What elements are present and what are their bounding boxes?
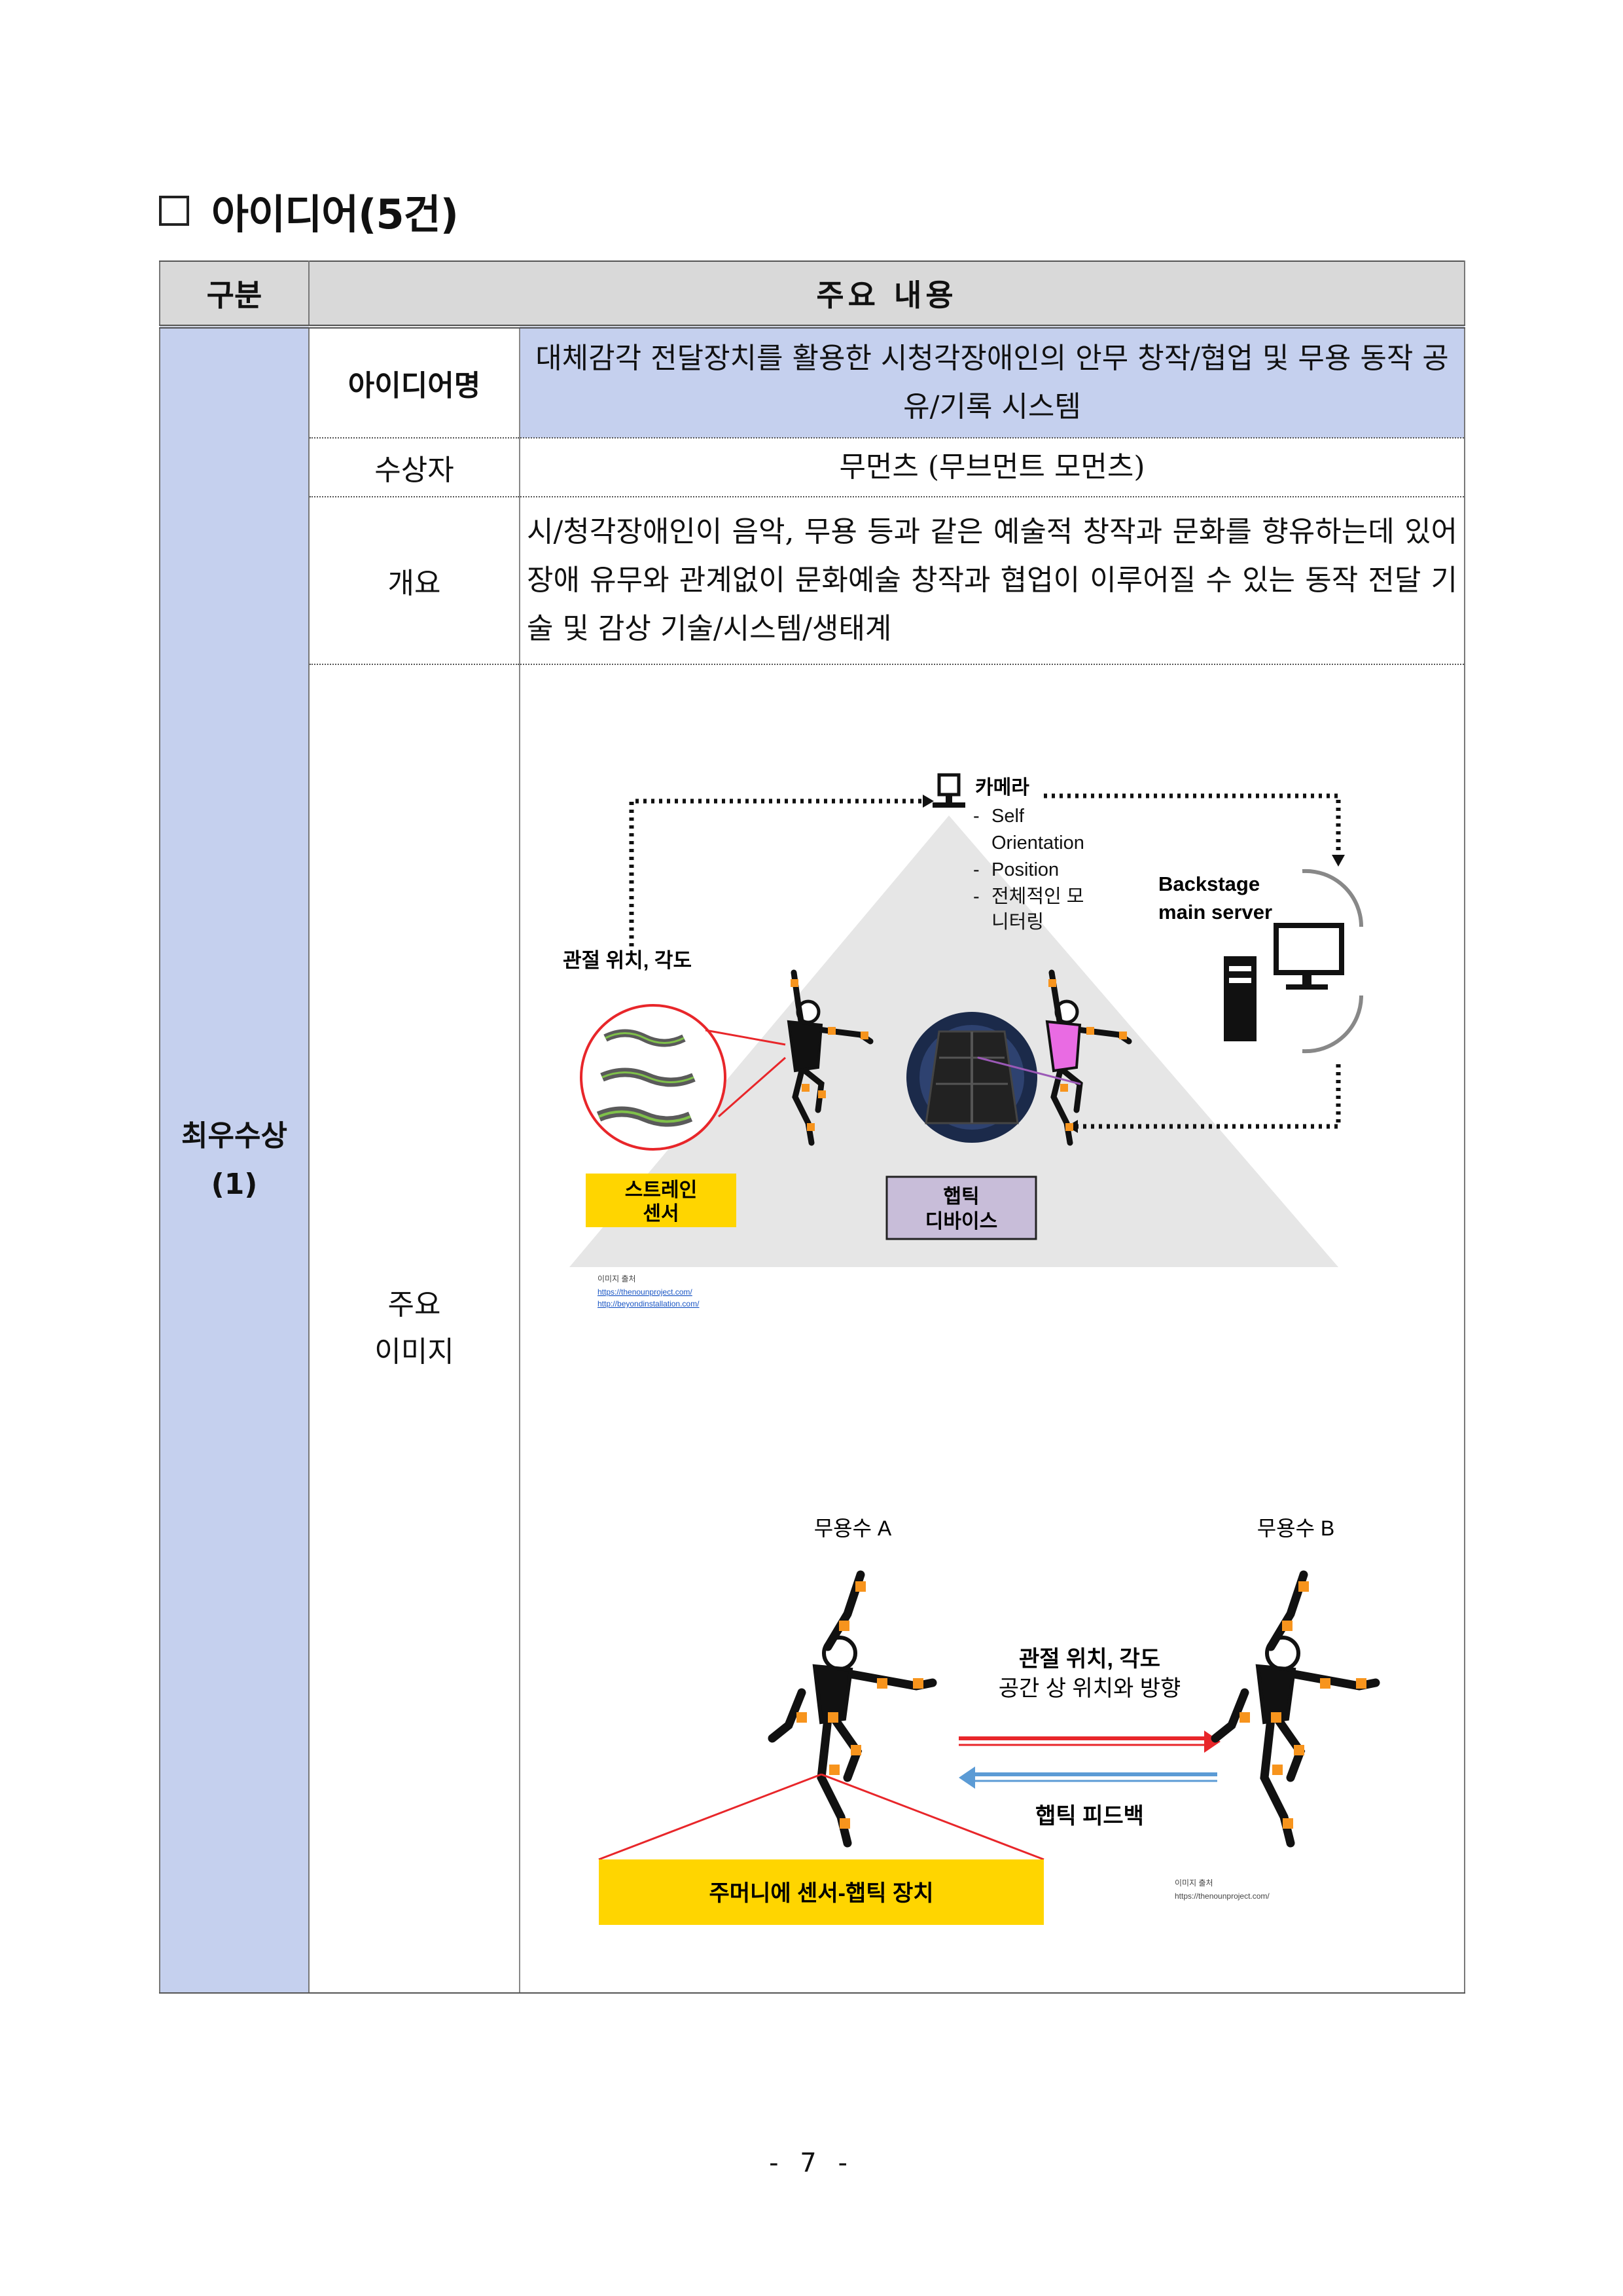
arrowhead-icon <box>923 795 934 808</box>
dancer-a-figure <box>768 1570 937 1848</box>
server-label-1: Backstage <box>1158 872 1260 895</box>
pocket-device-box: 주머니에 센서-햅틱 장치 <box>599 1859 1044 1925</box>
image-source-url: https://thenounproject.com/ <box>597 1287 692 1297</box>
winner-value: 무먼츠 (무브먼트 모먼츠) <box>520 438 1466 497</box>
dancer-figure-1 <box>787 969 874 1146</box>
strain-label-2: 센서 <box>643 1203 679 1225</box>
image-label-line1: 주요 <box>387 1288 441 1321</box>
dotted-arrow-right <box>1044 793 1341 855</box>
pocket-device-label: 주머니에 센서-햅틱 장치 <box>709 1881 933 1906</box>
idea-name-label: 아이디어명 <box>309 327 520 439</box>
winner-label: 수상자 <box>309 438 520 497</box>
bullet-dash: - <box>973 859 980 880</box>
table-row: 주요 이미지 <box>160 664 1466 1994</box>
award-cell: 최우수상 (1) <box>159 327 310 1994</box>
image-source-url: https://thenounproject.com/ <box>1175 1892 1270 1901</box>
summary-value: 시/청각장애인이 음악, 무용 등과 같은 예술적 창작과 문화를 향유하는데 … <box>520 497 1466 665</box>
award-table: 구분 주요 내용 최우수상 (1) 아이디어명 대체감각 전달장치를 활용한 시… <box>159 260 1466 1994</box>
dancer-b-figure <box>1211 1570 1380 1848</box>
feedback-arrow <box>959 1767 1217 1789</box>
dancer-interaction-diagram: 무용수 A 무용수 B <box>598 1516 1380 1925</box>
main-images: 카메라 Self Orientation Position 전체적인 모 니터링… <box>563 773 1380 1925</box>
image-label-cell: 주요 이미지 <box>309 664 520 1994</box>
table-header-row: 구분 주요 내용 <box>159 260 1466 329</box>
camera-label: 카메라 <box>975 777 1029 798</box>
camera-item: Position <box>991 859 1059 880</box>
strain-label-1: 스트레인 <box>625 1179 697 1201</box>
camera-item: 전체적인 모 <box>991 886 1084 907</box>
joint-label: 관절 위치, 각도 <box>563 949 692 972</box>
camera-item: 니터링 <box>991 912 1044 933</box>
image-source-url: http://beyondinstallation.com/ <box>597 1299 700 1308</box>
table-row: 개요 시/청각장애인이 음악, 무용 등과 같은 예술적 창작과 문화를 향유하… <box>160 497 1466 665</box>
forward-arrow <box>959 1731 1221 1753</box>
header-content: 주요 내용 <box>309 260 1466 329</box>
table-row: 수상자 무먼츠 (무브먼트 모먼츠) <box>160 438 1466 497</box>
table-row: 최우수상 (1) 아이디어명 대체감각 전달장치를 활용한 시청각장애인의 안무… <box>159 327 1466 1994</box>
arrow-text-1: 관절 위치, 각도 <box>1019 1647 1160 1672</box>
haptic-device-box: 햅틱 디바이스 <box>885 1175 1037 1240</box>
dotted-arrow-bottom <box>1077 1064 1341 1129</box>
arrow-text-2: 공간 상 위치와 방향 <box>999 1676 1181 1701</box>
summary-label: 개요 <box>309 497 520 665</box>
system-diagram: 카메라 Self Orientation Position 전체적인 모 니터링… <box>563 773 1364 1308</box>
award-count: (1) <box>211 1168 258 1201</box>
dancer-a-label: 무용수 A <box>814 1516 892 1540</box>
haptic-feedback-label: 햅틱 피드백 <box>1035 1804 1144 1829</box>
empty-square-icon <box>159 196 189 226</box>
computer-icon <box>1224 869 1364 1054</box>
bullet-dash: - <box>973 806 980 827</box>
award-name: 최우수상 <box>181 1119 287 1153</box>
haptic-vest-circle <box>906 1012 1037 1143</box>
bullet-dash: - <box>973 886 980 907</box>
dancer-figure-2 <box>977 969 1132 1146</box>
strain-sensor-circle <box>580 1004 786 1151</box>
server-label-2: main server <box>1158 901 1272 924</box>
camera-item: Orientation <box>991 833 1084 853</box>
strain-sensor-box: 스트레인 센서 <box>586 1174 736 1227</box>
dotted-arrow-left <box>629 798 923 946</box>
idea-name-value: 대체감각 전달장치를 활용한 시청각장애인의 안무 창작/협업 및 무용 동작 … <box>520 327 1466 439</box>
haptic-label-1: 햅틱 <box>943 1186 979 1208</box>
dancer-b-label: 무용수 B <box>1257 1516 1335 1540</box>
camera-icon <box>933 773 965 808</box>
section-heading: 아이디어(5건) <box>159 178 459 243</box>
header-category: 구분 <box>159 260 310 329</box>
image-source-title: 이미지 출처 <box>1175 1878 1213 1888</box>
camera-item: Self <box>991 806 1025 827</box>
arrowhead-icon <box>1332 855 1345 867</box>
page-number: - 7 - <box>769 2148 854 2178</box>
image-source-title: 이미지 출처 <box>597 1274 636 1283</box>
haptic-label-2: 디바이스 <box>925 1211 997 1232</box>
image-label-line2: 이미지 <box>374 1335 454 1369</box>
image-cell: 카메라 Self Orientation Position 전체적인 모 니터링… <box>520 664 1466 1994</box>
section-title: 아이디어(5건) <box>211 190 459 238</box>
